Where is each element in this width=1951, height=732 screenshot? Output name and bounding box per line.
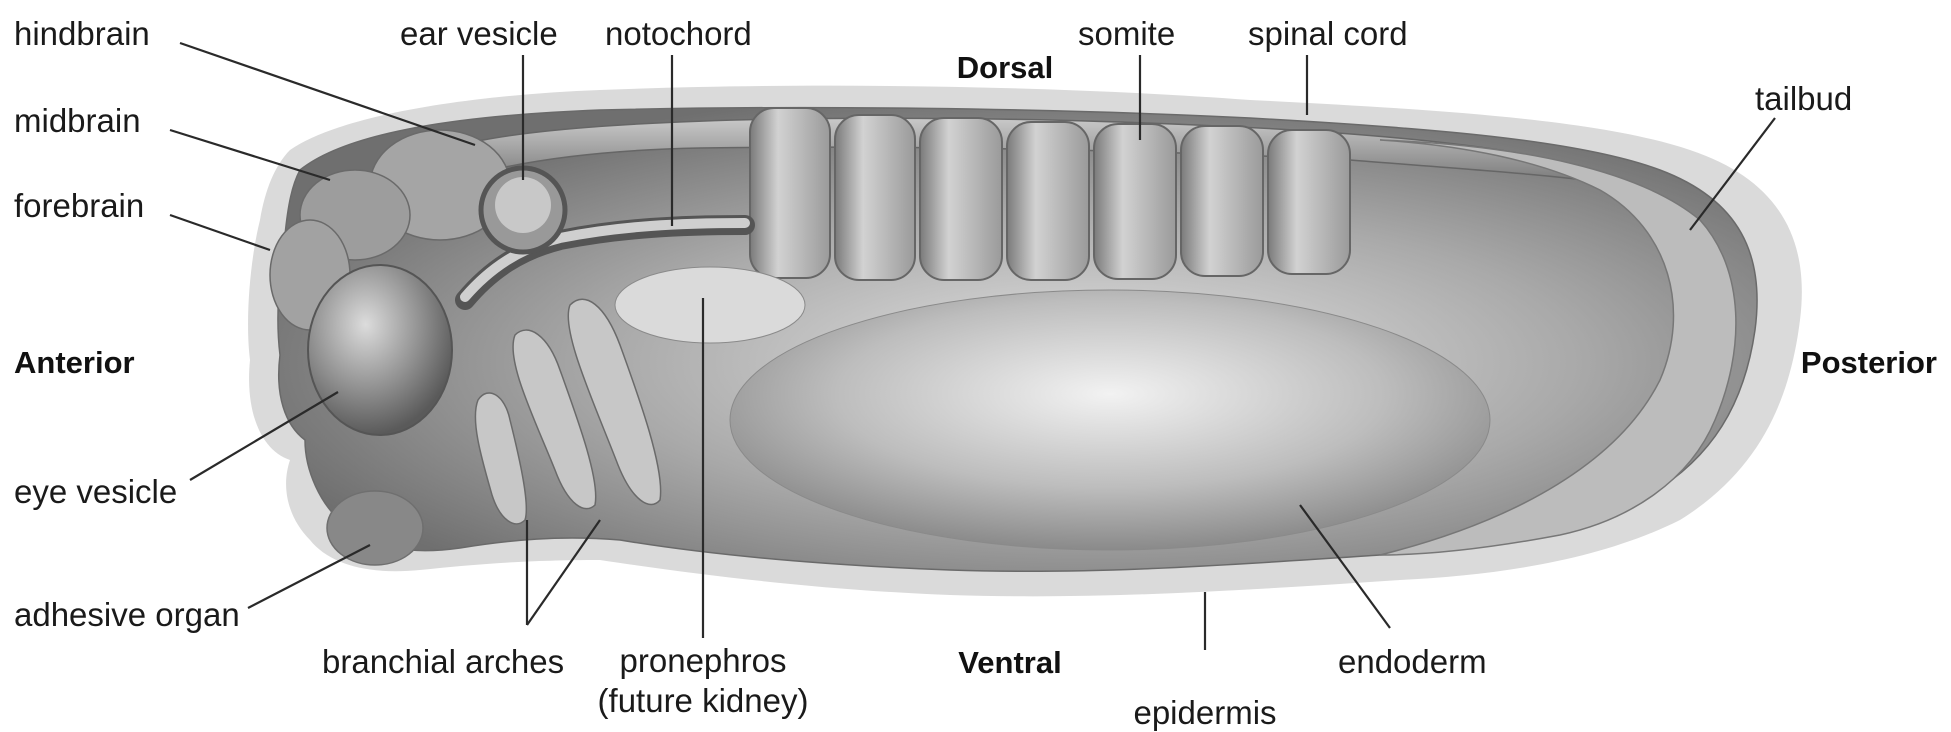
label-future-kidney: (future kidney) [598,682,809,719]
label-eye-vesicle: eye vesicle [14,473,177,510]
leader-hindbrain [180,43,475,145]
somite-block [1181,126,1263,276]
label-hindbrain: hindbrain [14,15,150,52]
label-epidermis: epidermis [1133,694,1276,731]
somite-block [1007,122,1089,280]
label-anterior: Anterior [14,345,135,380]
somite-block [1094,124,1176,279]
label-posterior: Posterior [1801,345,1937,380]
label-notochord: notochord [605,15,752,52]
eye-vesicle [308,265,452,435]
somite-block [835,115,915,280]
label-spinal-cord: spinal cord [1248,15,1408,52]
label-ventral: Ventral [958,645,1061,680]
label-somite: somite [1078,15,1175,52]
label-adhesive-organ: adhesive organ [14,596,240,633]
label-midbrain: midbrain [14,102,141,139]
adhesive-organ [327,491,423,565]
label-endoderm: endoderm [1338,643,1487,680]
label-pronephros: pronephros [620,642,787,679]
label-branchial-arches: branchial arches [322,643,564,680]
pronephros [615,267,805,343]
label-ear-vesicle: ear vesicle [400,15,558,52]
endoderm [730,290,1490,550]
label-dorsal: Dorsal [957,50,1053,85]
label-forebrain: forebrain [14,187,144,224]
leader-forebrain [170,215,270,250]
leader-adhesive-organ [248,545,370,608]
somite-block [920,118,1002,280]
label-tailbud: tailbud [1755,80,1852,117]
somite-block [1268,130,1350,274]
somite-block [750,108,830,278]
